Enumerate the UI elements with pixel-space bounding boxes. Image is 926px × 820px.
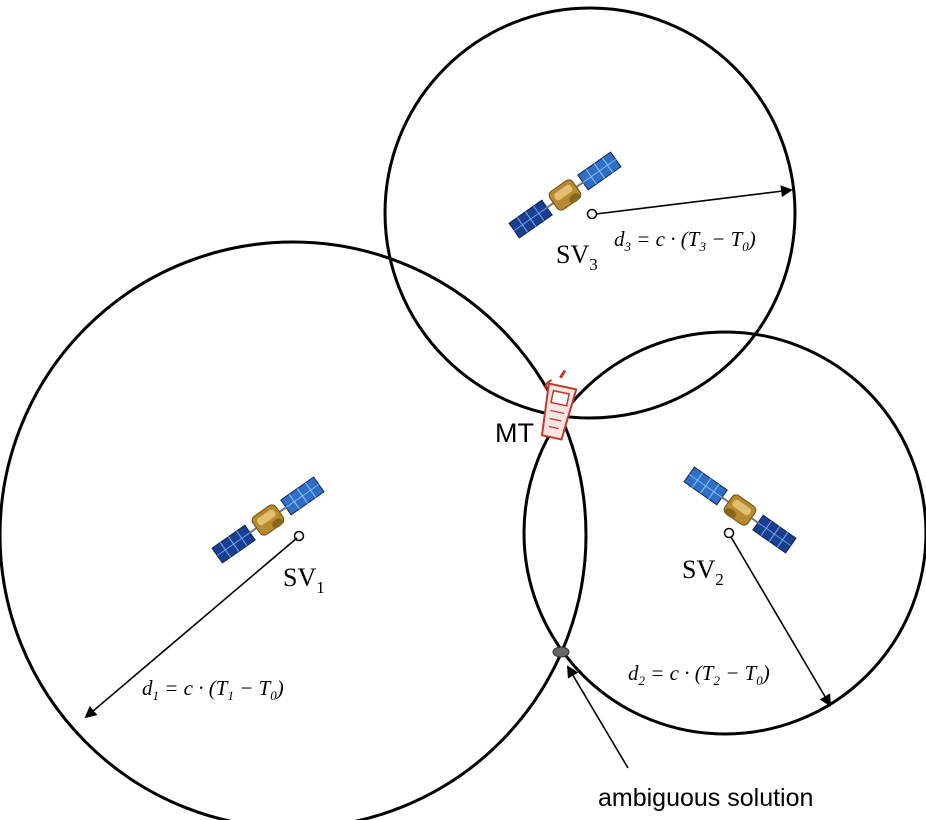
sv2-center-point — [723, 527, 735, 539]
range-circle-sv3 — [383, 6, 797, 420]
ambiguous-solution-point — [552, 646, 570, 658]
sv1-label: SV1 — [283, 563, 325, 597]
sv3-range-arrow — [595, 185, 793, 215]
sv2-range-arrow — [730, 536, 832, 707]
ambiguous-pointer-arrow — [566, 665, 629, 769]
sv3-center-point — [586, 208, 598, 220]
mobile-terminal-icon — [540, 369, 578, 441]
mobile-terminal-label: MT — [495, 418, 534, 448]
satellite-icon — [506, 149, 624, 242]
range-circle-sv1 — [0, 240, 588, 820]
sv3-range-equation: d3 = c · (T3 − T0) — [614, 227, 756, 254]
sv2-range-equation: d2 = c · (T2 − T0) — [628, 661, 770, 688]
range-circle-sv2 — [522, 330, 926, 736]
sv3-label: SV3 — [556, 240, 598, 274]
ambiguous-solution-label: ambiguous solution — [598, 784, 813, 812]
sv1-range-arrow — [84, 537, 298, 719]
sv2-label: SV2 — [682, 555, 724, 589]
satellite-icon — [681, 464, 799, 557]
satellite-icon — [209, 474, 327, 567]
sv1-range-equation: d1 = c · (T1 − T0) — [142, 676, 284, 703]
